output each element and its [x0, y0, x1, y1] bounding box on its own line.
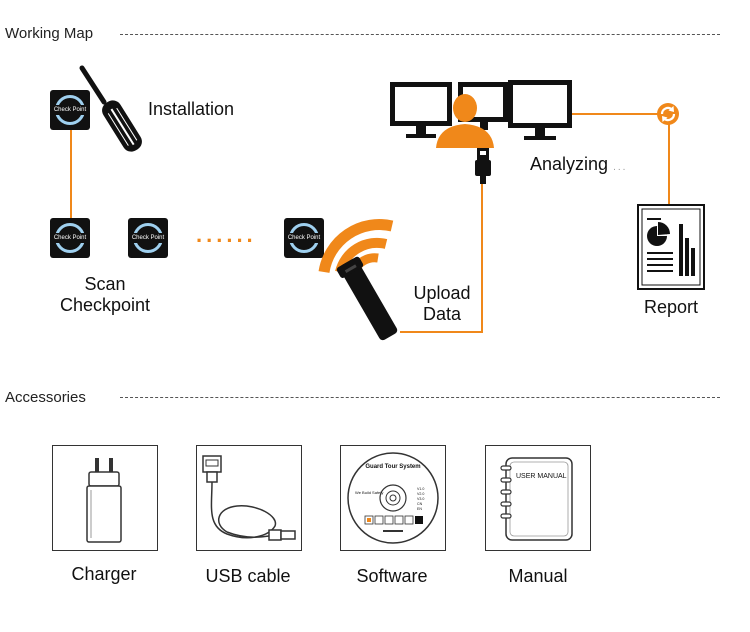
- connector-upload-v: [481, 183, 483, 333]
- reader-device-icon: [318, 219, 398, 341]
- ellipsis-dots: ......: [196, 222, 257, 247]
- checkpoint-tag-installation: Check Point: [50, 90, 90, 130]
- refresh-icon: [657, 103, 679, 125]
- cd-version-2: V3.0: [417, 497, 424, 501]
- cd-version-3: CN: [417, 502, 423, 506]
- manual-cover-title: USER MANUAL: [516, 473, 567, 480]
- manual-icon: USER MANUAL: [500, 457, 573, 541]
- checkpoint-tag-3: Check Point: [284, 218, 324, 258]
- checkpoint-tag-2: Check Point: [128, 218, 168, 258]
- monitor-left: [390, 82, 452, 138]
- report-label: Report: [643, 297, 699, 317]
- connector-refresh-report: [668, 124, 670, 206]
- software-box: Guard Tour System We Build Safety V1.0 V…: [340, 445, 446, 551]
- report-document-icon: [637, 204, 705, 290]
- software-label: Software: [356, 566, 428, 586]
- checkpoint-tag-text: Check Point: [128, 233, 168, 243]
- usb-cable-icon: [202, 455, 296, 541]
- upload-label-line1: Upload: [413, 283, 471, 303]
- working-map-divider: [120, 34, 720, 35]
- upload-label-line2: Data: [422, 304, 462, 324]
- cd-title: Guard Tour System: [365, 464, 420, 470]
- working-map-title: Working Map: [5, 25, 94, 42]
- checkpoint-tag-text: Check Point: [50, 233, 90, 243]
- cd-version-0: V1.0: [417, 487, 424, 491]
- scan-label-line1: Scan: [84, 274, 126, 294]
- usb-cable-box: [196, 445, 302, 551]
- analyzing-label: Analyzing ...: [530, 154, 627, 175]
- analyzing-dots: ...: [613, 162, 628, 173]
- screwdriver-icon: [79, 65, 142, 152]
- checkpoint-tag-1: Check Point: [50, 218, 90, 258]
- cd-brand: We Build Safety: [355, 490, 383, 495]
- manual-box: USER MANUAL: [485, 445, 591, 551]
- monitor-right: [508, 80, 572, 140]
- connector-reader-upload-h: [400, 331, 483, 333]
- accessories-divider: [120, 397, 720, 398]
- cd-version-1: V2.0: [417, 492, 424, 496]
- monitors-icon: [390, 80, 572, 148]
- usb-plug-icon: [475, 148, 491, 184]
- installation-label: Installation: [148, 99, 235, 119]
- analyzing-text: Analyzing: [530, 154, 609, 174]
- charger-icon: [86, 458, 122, 543]
- accessories-title: Accessories: [5, 389, 86, 406]
- checkpoint-tag-text: Check Point: [50, 105, 90, 115]
- charger-box: [52, 445, 158, 551]
- user-silhouette-icon: [436, 94, 494, 148]
- scan-label-line2: Checkpoint: [59, 295, 151, 315]
- cd-version-4: EN: [417, 507, 422, 511]
- charger-label: Charger: [71, 564, 137, 584]
- software-cd-icon: Guard Tour System We Build Safety V1.0 V…: [347, 452, 439, 544]
- connector-install-scan: [70, 128, 72, 222]
- usb-cable-label: USB cable: [205, 566, 291, 586]
- connector-monitor-refresh: [572, 113, 662, 115]
- manual-label: Manual: [508, 566, 568, 586]
- checkpoint-tag-text: Check Point: [284, 233, 324, 243]
